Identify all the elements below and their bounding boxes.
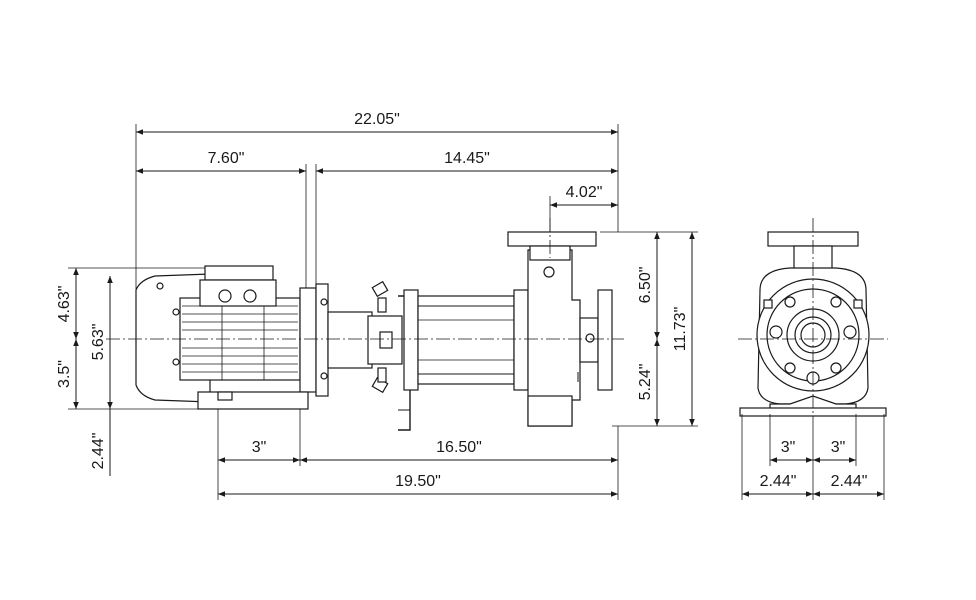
dim-discharge-height: 6.50" <box>637 267 654 304</box>
dim-end-foot-right: 3" <box>831 439 846 456</box>
dim-pump-length: 14.45" <box>444 150 490 167</box>
dim-bolt-spacing: 16.50" <box>436 439 482 456</box>
dimension-lines <box>73 129 884 497</box>
dim-suction-height: 5.24" <box>637 364 654 401</box>
dim-motor-length: 7.60" <box>208 150 245 167</box>
dim-base-length: 19.50" <box>395 473 441 490</box>
dim-overall-length: 22.05" <box>354 111 400 128</box>
dimension-labels: 22.05" 7.60" 14.45" 4.02" 6.50" 5.24" 11… <box>56 111 867 490</box>
extension-lines <box>68 124 885 500</box>
dim-discharge-offset: 4.02" <box>566 184 603 201</box>
dim-end-base-right: 2.44" <box>831 473 868 490</box>
dim-shaft-height: 3.5" <box>56 360 73 388</box>
dim-base-height: 2.44" <box>90 433 107 470</box>
dim-foot-to-bolt: 3" <box>252 439 267 456</box>
dim-end-base-left: 2.44" <box>760 473 797 490</box>
pump-side <box>327 231 613 431</box>
dim-motor-top: 4.63" <box>56 286 73 323</box>
dim-end-foot-left: 3" <box>781 439 796 456</box>
dim-overall-height: 11.73" <box>672 307 689 352</box>
motor <box>135 265 329 410</box>
dim-motor-height: 5.63" <box>90 324 107 361</box>
